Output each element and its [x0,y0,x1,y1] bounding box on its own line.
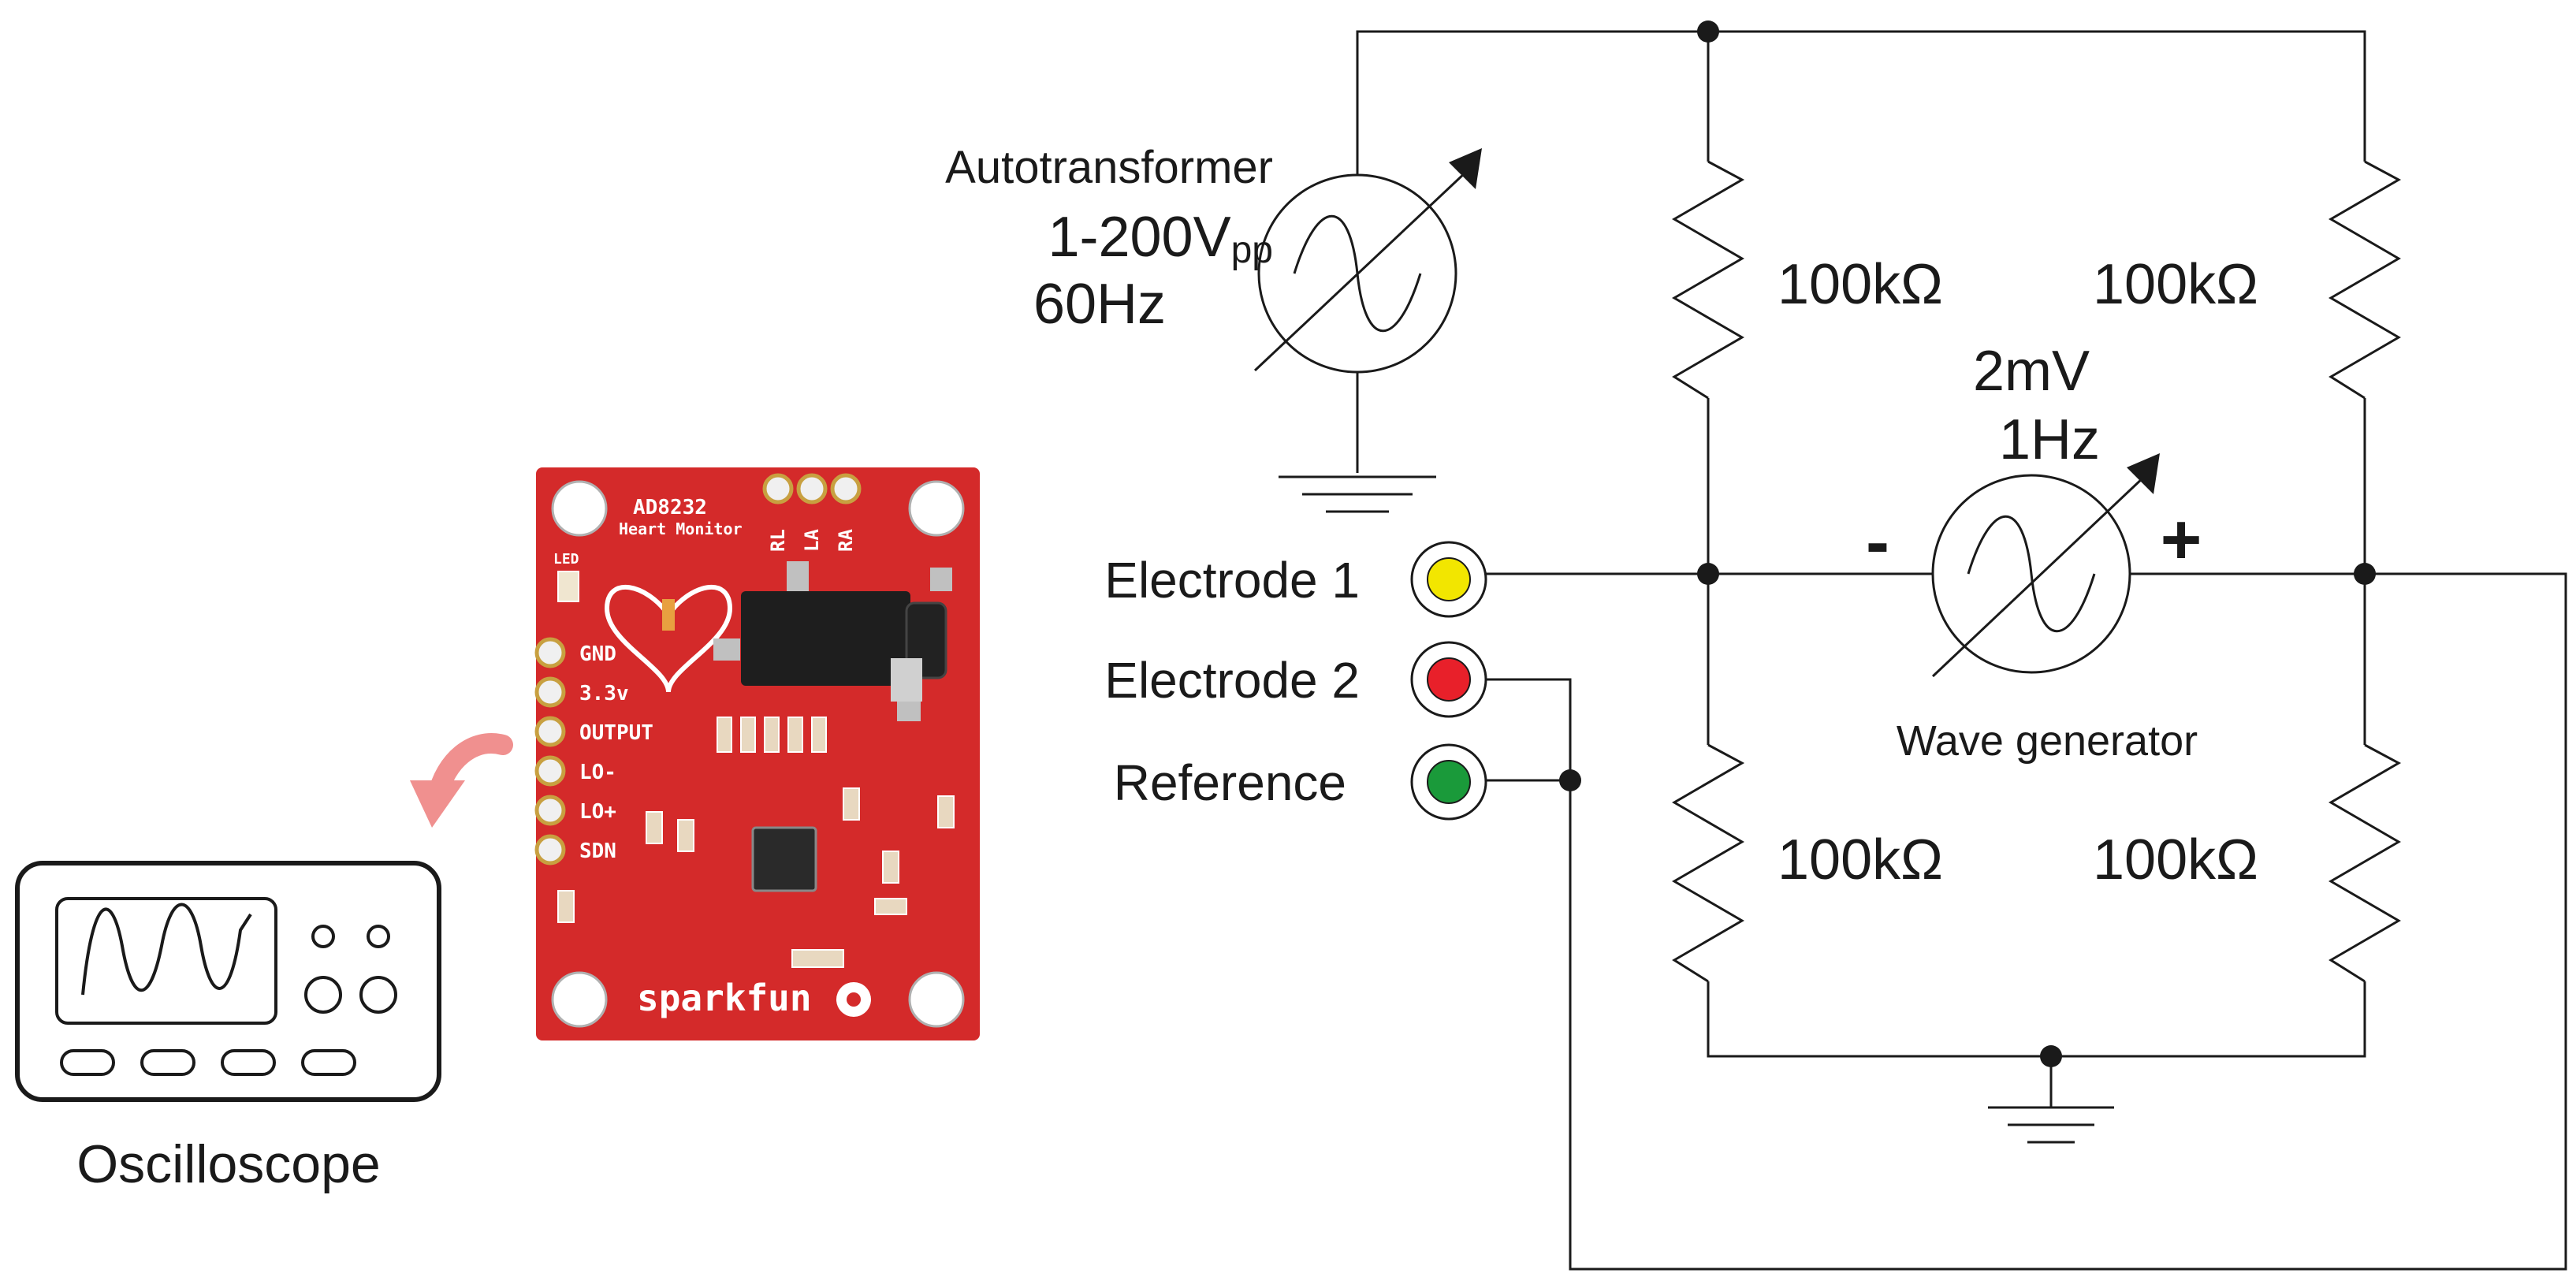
autotransformer-symbol [1253,148,1482,374]
generator-label: Wave generator [1897,717,2198,765]
autotransformer-label: Autotransformer [945,142,1273,193]
oscilloscope-knob [359,976,397,1014]
oscilloscope-button [221,1049,276,1076]
oscilloscope-knob [367,925,390,948]
pin-label-rl: RL [767,529,789,552]
pin-label-output: OUTPUT [579,721,653,745]
generator-arrow-head [2127,453,2160,494]
oscilloscope-waveform [81,903,252,996]
ad8232-chip [751,826,817,892]
mounting-hole [908,971,965,1028]
board-subtitle: Heart Monitor [619,519,743,538]
reference-label: Reference [1114,754,1346,811]
pin-label-la: LA [801,529,823,552]
pin-label-sdn: SDN [579,839,616,863]
pin-label-lo-plus: LO+ [579,800,616,824]
resistor-label-bottom-left: 100kΩ [1778,828,1943,892]
resistor-label-bottom-right: 100kΩ [2093,828,2258,892]
mounting-hole [551,480,608,537]
pin-label-gnd: GND [579,642,616,666]
smd-components [557,717,955,968]
variable-arrow-head [1449,148,1482,189]
oscilloscope-label: Oscilloscope [76,1134,381,1194]
oscilloscope-icon [15,861,441,1102]
generator-frequency: 1Hz [1999,408,2100,471]
oscilloscope-knob [311,925,335,948]
heart-outline [604,584,733,693]
generator-plus: + [2161,501,2202,579]
electrode-1: Electrode 1 [1104,541,1487,618]
led-label: LED [553,551,579,568]
bottom-ground [1988,1106,2114,1144]
oscilloscope-button [140,1049,195,1076]
mounting-hole [908,480,965,537]
side-pin-header: GND 3.3v OUTPUT LO- LO+ SDN [534,637,653,865]
autotransformer-ground [1279,475,1436,513]
pin-label-3v3: 3.3v [579,682,629,705]
resistor-top-right [2328,160,2402,400]
electrode-1-dot [1427,557,1471,601]
pcb-body [536,467,980,1040]
pin-label-ra: RA [835,529,857,552]
oscilloscope-button [301,1049,356,1076]
board-brand: sparkfun [637,977,812,1019]
reference-dot [1427,760,1471,804]
oscilloscope-screen [55,897,277,1025]
resistor-bottom-right [2328,743,2402,983]
electrode-reference: Reference [1114,743,1487,821]
resistor-label-top-right: 100kΩ [2093,253,2258,316]
resistor-top-left [1672,160,1745,400]
electrode-2-label: Electrode 2 [1104,652,1360,709]
electrode-2: Electrode 2 [1104,641,1487,718]
autotransformer-frequency: 60Hz [1033,273,1166,336]
mounting-hole [551,971,608,1028]
oscilloscope-knob [304,976,342,1014]
top-pin-header: RL LA RA [762,473,862,552]
board-title: AD8232 [633,496,707,519]
resistor-bottom-left [1672,743,1745,983]
junction-dots [1559,20,2376,1067]
signal-arrow-icon [410,733,513,828]
autotransformer-voltage: 1-200Vpp [1048,206,1273,271]
wave-generator-symbol [1931,453,2160,678]
sparkfun-gear-icon [836,982,871,1017]
resistor-label-top-left: 100kΩ [1778,253,1943,316]
electrode-1-label: Electrode 1 [1104,552,1360,609]
audio-jack [713,561,952,721]
led [557,571,579,602]
electrode-2-dot [1427,657,1471,702]
ad8232-board: AD8232 Heart Monitor RL LA RA LED [534,467,980,1040]
voltage-main: 1-200V [1048,206,1230,269]
pin-label-lo-minus: LO- [579,761,616,784]
oscilloscope-button [60,1049,115,1076]
voltage-sub: pp [1231,229,1273,271]
generator-minus: - [1866,503,1889,582]
generator-amplitude: 2mV [1973,340,2090,403]
